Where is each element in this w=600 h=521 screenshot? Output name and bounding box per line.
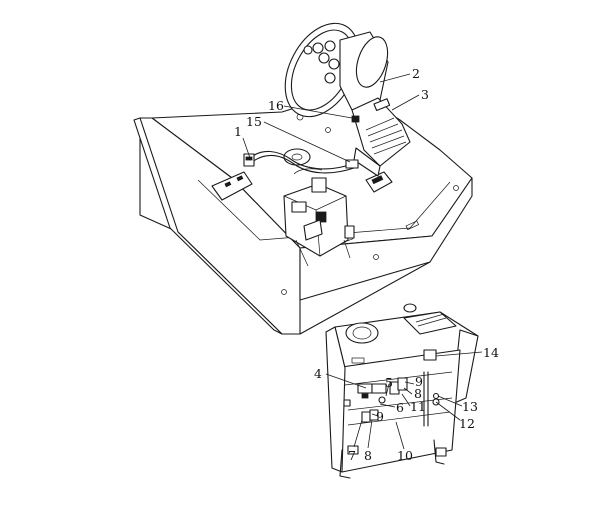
callout-7: 7 (348, 448, 356, 463)
callout-9-lower: 9 (376, 409, 384, 424)
cable-harness (243, 150, 359, 175)
callout-labels: 1 2 3 4 5 6 7 8 8 9 9 10 11 12 13 14 15 … (234, 66, 499, 463)
callout-16: 16 (268, 98, 284, 113)
callout-10: 10 (397, 448, 413, 463)
callout-8-upper: 8 (414, 386, 422, 401)
callout-1: 1 (234, 124, 242, 139)
callout-9-upper: 9 (415, 374, 423, 389)
inner-control-unit (283, 177, 355, 267)
callout-6: 6 (396, 400, 404, 415)
callout-4: 4 (314, 366, 322, 381)
callout-8-lower: 8 (364, 448, 372, 463)
callout-14: 14 (483, 345, 499, 360)
callout-15: 15 (246, 114, 262, 129)
steering-wheel-assembly (284, 22, 411, 177)
callout-3: 3 (421, 87, 429, 102)
callout-13: 13 (462, 399, 478, 414)
leader-lines (242, 73, 483, 450)
callout-12: 12 (459, 416, 475, 431)
callout-2: 2 (412, 66, 420, 81)
callout-5: 5 (385, 375, 393, 390)
lower-panel-assembly (325, 303, 479, 479)
callout-11: 11 (410, 399, 426, 414)
